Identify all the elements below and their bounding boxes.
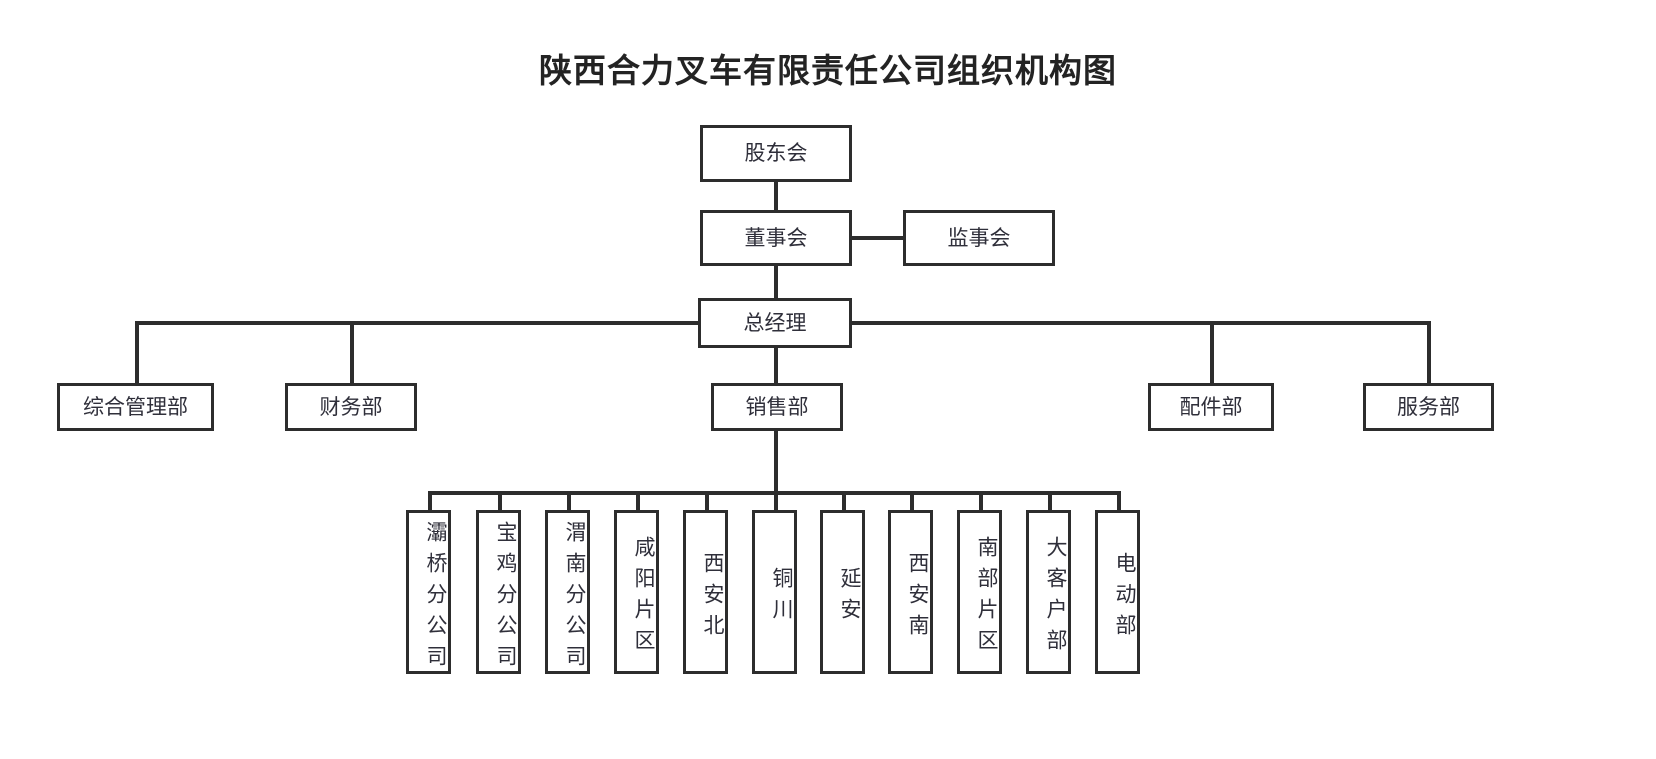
node-supervisors[interactable]: 监事会 (903, 210, 1055, 266)
connector-drop-tongchuan (774, 491, 778, 510)
connector-drop-xianyang-area (636, 491, 640, 510)
connector-board-to-gm (774, 266, 778, 298)
node-board[interactable]: 董事会 (700, 210, 852, 266)
connector-drop-electric (1117, 491, 1121, 510)
page-title: 陕西合力叉车有限责任公司组织机构图 (539, 52, 1117, 89)
connector-drop-key-accounts (1048, 491, 1052, 510)
node-sales-unit-xian-north[interactable]: 西安北 (683, 510, 728, 674)
connector-drop-sales (774, 348, 778, 383)
node-shareholders[interactable]: 股东会 (700, 125, 852, 182)
connector-drop-general-admin (135, 321, 139, 383)
node-sales-unit-southern-area[interactable]: 南部片区 (957, 510, 1002, 674)
node-general-manager[interactable]: 总经理 (698, 298, 852, 348)
connector-drop-southern-area (979, 491, 983, 510)
node-department-service[interactable]: 服务部 (1363, 383, 1494, 431)
connector-drop-weinan-branch (567, 491, 571, 510)
connector-gm-right-arm (850, 321, 1430, 325)
node-department-sales[interactable]: 销售部 (711, 383, 843, 431)
node-sales-unit-electric[interactable]: 电动部 (1095, 510, 1140, 674)
connector-drop-baqiao-branch (428, 491, 432, 510)
node-department-general-admin[interactable]: 综合管理部 (57, 383, 214, 431)
connector-sales-to-bus (774, 431, 778, 491)
node-sales-unit-baoji-branch[interactable]: 宝鸡分公司 (476, 510, 521, 676)
node-department-finance[interactable]: 财务部 (285, 383, 417, 431)
node-sales-unit-key-accounts[interactable]: 大客户部 (1026, 510, 1071, 674)
node-sales-unit-yanan[interactable]: 延安 (820, 510, 865, 674)
connector-drop-xian-south (910, 491, 914, 510)
node-sales-unit-xian-south[interactable]: 西安南 (888, 510, 933, 674)
connector-gm-left-arm (135, 321, 701, 325)
node-sales-unit-weinan-branch[interactable]: 渭南分公司 (545, 510, 590, 676)
node-department-parts[interactable]: 配件部 (1148, 383, 1274, 431)
connector-board-to-supervisors (851, 236, 905, 240)
connector-shareholders-to-board (774, 182, 778, 210)
node-sales-unit-xianyang-area[interactable]: 咸阳片区 (614, 510, 659, 674)
connector-drop-yanan (842, 491, 846, 510)
connector-drop-xian-north (705, 491, 709, 510)
connector-drop-finance (350, 321, 354, 383)
node-sales-unit-baqiao-branch[interactable]: 灞桥分公司 (406, 510, 451, 676)
connector-drop-service (1427, 321, 1431, 383)
node-sales-unit-tongchuan[interactable]: 铜川 (752, 510, 797, 674)
connector-sales-bus (428, 491, 1117, 495)
connector-drop-baoji-branch (498, 491, 502, 510)
connector-drop-parts (1210, 321, 1214, 383)
